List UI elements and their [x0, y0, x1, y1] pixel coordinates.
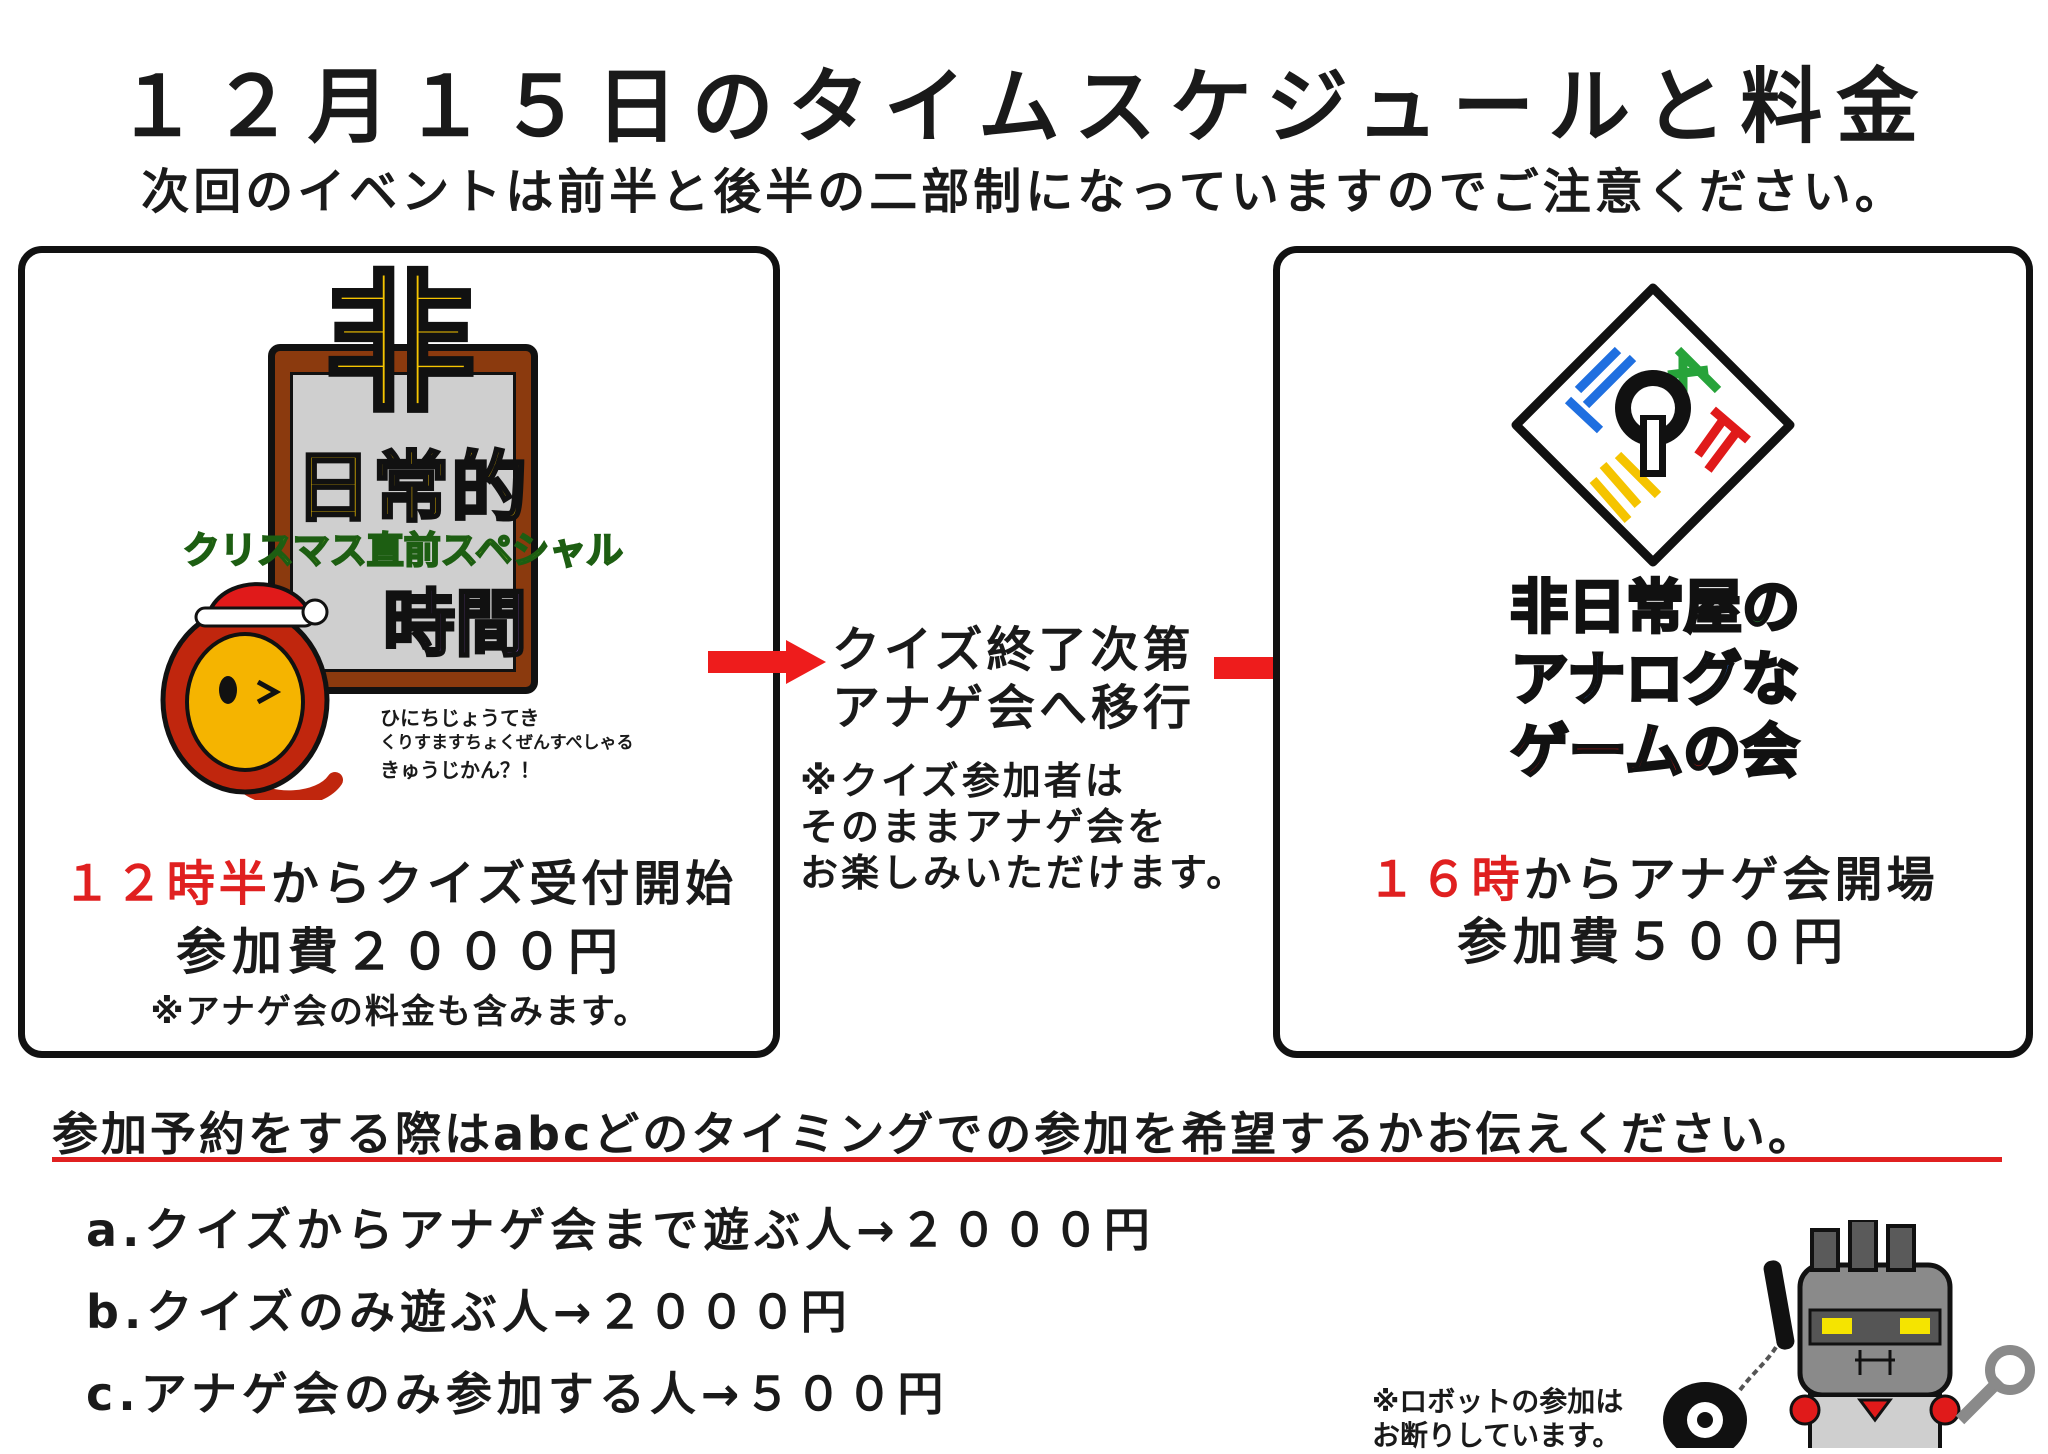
- transition-line-2: アナゲ会へ移行: [832, 680, 1196, 736]
- transition-note-1: ※クイズ参加者は: [800, 759, 1126, 803]
- reservation-heading: 参加予約をする際はabcどのタイミングでの参加を希望するかお伝えください。: [52, 1107, 1817, 1161]
- page-title: １２月１５日のタイムスケジュールと料金: [115, 60, 1933, 155]
- reservation-underline: [52, 1157, 2002, 1162]
- anage-time-line: １６時からアナゲ会開場: [1280, 840, 2026, 910]
- logo-ruby-2: くりすますちょくぜんすぺしゃる: [380, 733, 634, 753]
- logo-line-nichijou: 日常的: [294, 443, 529, 532]
- option-b: b.クイズのみ遊ぶ人→２０００円: [86, 1285, 852, 1339]
- quiz-start-time: １２時半: [62, 856, 271, 912]
- arrow-right-icon: [708, 640, 828, 684]
- robot-note-1: ※ロボットの参加は: [1372, 1385, 1624, 1418]
- anage-open-time: １６時: [1367, 852, 1524, 908]
- anage-open-label: からアナゲ会開場: [1523, 852, 1939, 908]
- option-a: a.クイズからアナゲ会まで遊ぶ人→２０００円: [86, 1203, 1155, 1257]
- anage-logo-line-1: 非日常屋の: [1508, 573, 1801, 641]
- transition-note-3: お楽しみいただけます。: [800, 851, 1248, 895]
- robot-telephone-icon: [1660, 1218, 2048, 1454]
- clipboard-paper: [290, 372, 516, 672]
- logo-ruby-3: きゅうじかん？！: [380, 758, 540, 782]
- quiz-time-line: １２時半からクイズ受付開始: [25, 844, 775, 914]
- page-subtitle: 次回のイベントは前半と後半の二部制になっていますのでご注意ください。: [141, 164, 1907, 220]
- anage-fee: 参加費５００円: [1457, 913, 1849, 971]
- robot-note-2: お断りしています。: [1372, 1419, 1621, 1452]
- transition-line-1: クイズ終了次第: [832, 622, 1195, 678]
- transition-note-2: そのままアナゲ会を: [800, 805, 1169, 849]
- anage-logo-line-2: アナログな: [1509, 645, 1801, 713]
- option-c: c.アナゲ会のみ参加する人→５００円: [86, 1367, 949, 1421]
- logo-line-jikan: 時間: [381, 582, 528, 666]
- logo-ruby-1: ひにちじょうてき: [380, 706, 540, 730]
- logo-big-char: 非: [322, 258, 477, 432]
- quiz-logo: 非 日常的 クリスマス直前スペシャル 時間 ひにちじょうてき くりすますちょくぜ…: [150, 258, 650, 810]
- q-mascot-icon: [150, 570, 350, 807]
- quiz-start-label: からクイズ受付開始: [270, 856, 738, 912]
- quiz-fee-note: ※アナゲ会の料金も含みます。: [150, 992, 650, 1032]
- keyhole-diamond-icon: [1508, 280, 1798, 570]
- anage-logo-line-3: ゲームの会: [1509, 717, 1800, 785]
- quiz-fee: 参加費２０００円: [176, 923, 624, 981]
- logo-banner: クリスマス直前スペシャル: [182, 529, 624, 572]
